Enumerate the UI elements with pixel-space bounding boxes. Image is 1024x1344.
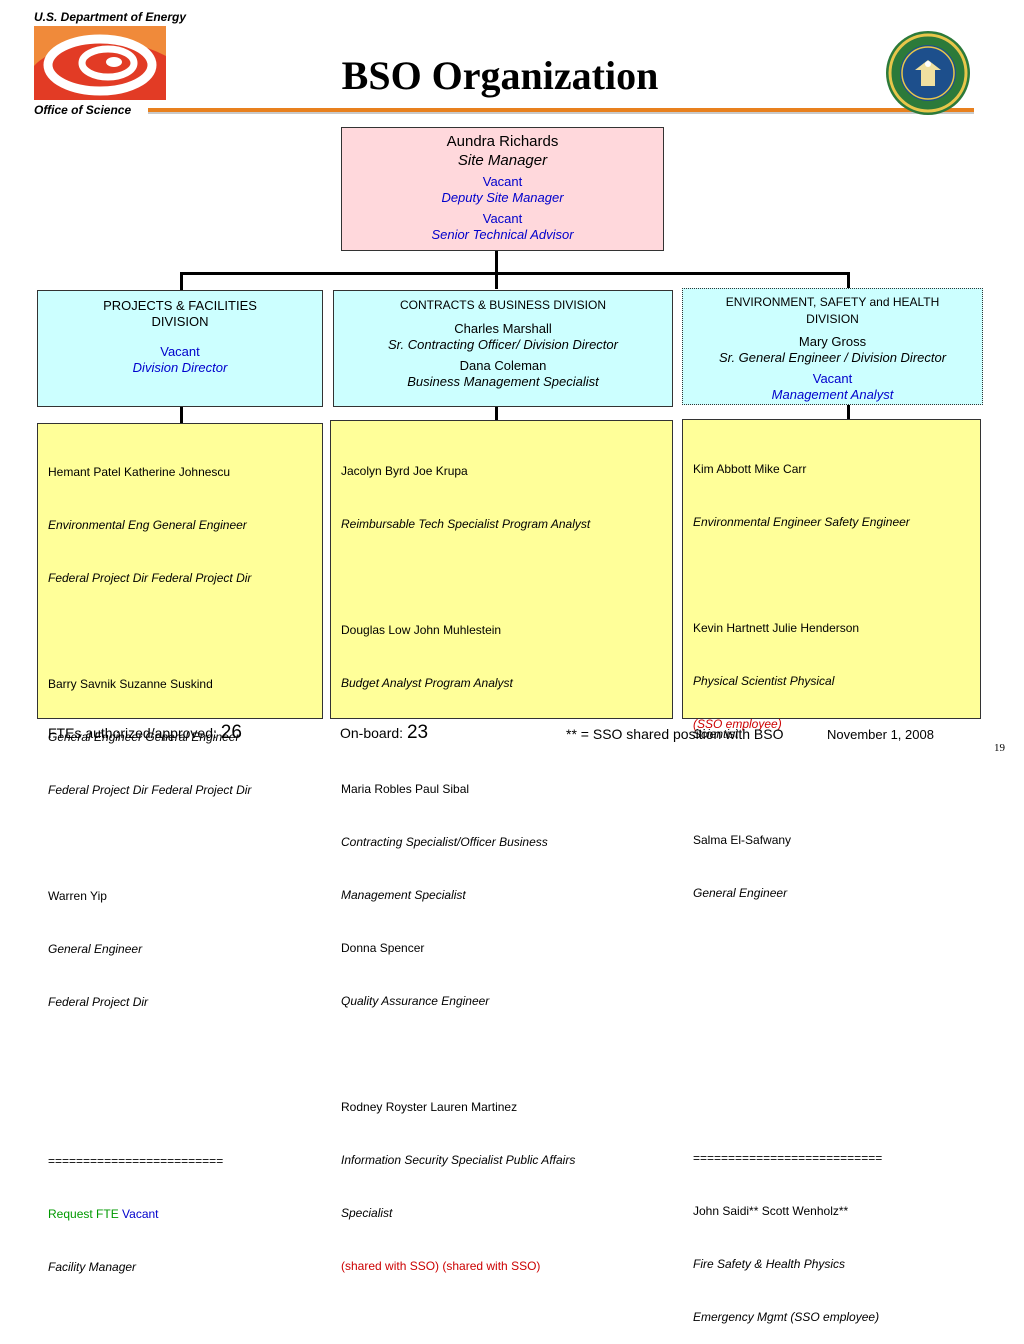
connector-pf xyxy=(180,272,183,290)
cb-person2: Dana Coleman xyxy=(459,358,547,373)
cb-staff-line: Management Specialist xyxy=(341,888,466,902)
cb-person2-title: Business Management Specialist xyxy=(407,374,599,389)
fte-value: 26 xyxy=(220,722,242,743)
advisor-vacant: Vacant xyxy=(482,211,523,226)
pf-staff-box: Hemant Patel Katherine Johnescu Environm… xyxy=(37,423,323,1274)
pf-vacant-title: Division Director xyxy=(132,360,228,375)
esh-sso-note: (SSO employee) xyxy=(693,717,782,731)
esh-person-title: Sr. General Engineer / Division Director xyxy=(718,350,947,365)
pf-division-name-2: DIVISION xyxy=(151,314,209,329)
esh-division-name-2: DIVISION xyxy=(806,312,859,326)
manager-name: Aundra Richards xyxy=(446,133,559,150)
esh-staff-line: General Engineer xyxy=(693,886,788,900)
esh-staff-line: Emergency Mgmt (SSO employee) xyxy=(693,1310,880,1324)
connector-cb-staff xyxy=(495,407,498,420)
connector-main-vertical xyxy=(495,251,498,289)
page-number: 19 xyxy=(994,742,1005,754)
request-vacant: Vacant xyxy=(122,1207,159,1221)
esh-separator: =========================== xyxy=(693,1151,883,1165)
pf-staff-line: Federal Project Dir Federal Project Dir xyxy=(48,783,252,797)
esh-staff-line: Physical Scientist Physical xyxy=(693,674,835,688)
esh-staff-box: Kim Abbott Mike Carr Environmental Engin… xyxy=(682,419,981,1324)
cb-staff-line: Information Security Specialist Public A… xyxy=(341,1153,576,1167)
advisor-title: Senior Technical Advisor xyxy=(431,227,574,242)
pf-staff-line: Warren Yip xyxy=(48,889,107,903)
pf-staff-line: General Engineer General Engineer xyxy=(48,730,240,744)
onboard: On-board: 23 xyxy=(340,722,428,744)
cb-shared-note: (shared with SSO) (shared with SSO) xyxy=(341,1259,541,1273)
connector-horizontal xyxy=(180,272,850,275)
cb-staff-line: Quality Assurance Engineer xyxy=(341,994,490,1008)
esh-staff-line: Environmental Engineer Safety Engineer xyxy=(693,515,910,529)
esh-vacant-title: Management Analyst xyxy=(771,387,894,402)
esh-staff-line: Fire Safety & Health Physics xyxy=(693,1257,846,1271)
header-rule xyxy=(148,108,974,114)
cb-staff-line: Jacolyn Byrd Joe Krupa xyxy=(341,464,468,478)
cb-staff-line: Specialist xyxy=(341,1206,393,1220)
pf-staff-line: Federal Project Dir Federal Project Dir xyxy=(48,571,252,585)
request-fte: Request FTE xyxy=(48,1207,119,1221)
site-manager-box: Aundra Richards Site Manager Vacant Depu… xyxy=(341,127,664,251)
pf-vacant: Vacant xyxy=(160,344,200,359)
cb-staff-box: Jacolyn Byrd Joe Krupa Reimbursable Tech… xyxy=(330,420,673,1273)
onboard-label: On-board: xyxy=(340,725,404,741)
cb-staff-line: Budget Analyst Program Analyst xyxy=(341,676,513,690)
pf-staff-line: General Engineer xyxy=(48,942,143,956)
fte-authorized: FTEs authorized/approved: 26 xyxy=(48,722,242,744)
date: November 1, 2008 xyxy=(827,727,934,742)
cb-person1-title: Sr. Contracting Officer/ Division Direct… xyxy=(388,337,618,352)
esh-staff-line: Kevin Hartnett Julie Henderson xyxy=(693,621,860,635)
office-of-science-logo-icon xyxy=(34,26,166,100)
cb-staff-line: Rodney Royster Lauren Martinez xyxy=(341,1100,518,1114)
esh-person: Mary Gross xyxy=(798,334,867,349)
connector-esh xyxy=(847,272,850,288)
cb-staff-line: Maria Robles Paul Sibal xyxy=(341,782,470,796)
cb-staff-line: Contracting Specialist/Officer Business xyxy=(341,835,548,849)
connector-pf-staff xyxy=(180,407,183,423)
esh-division-name-1: ENVIRONMENT, SAFETY and HEALTH xyxy=(725,295,940,309)
shared-position-note: ** = SSO shared position with BSO xyxy=(566,726,784,742)
projects-facilities-division-box: PROJECTS & FACILITIES DIVISION Vacant Di… xyxy=(37,290,323,407)
esh-division-box: ENVIRONMENT, SAFETY and HEALTH DIVISION … xyxy=(682,288,983,405)
esh-vacant: Vacant xyxy=(812,371,853,386)
fte-label: FTEs authorized/approved: xyxy=(48,725,217,741)
request-title: Facility Manager xyxy=(48,1260,137,1274)
esh-staff-line: Kim Abbott Mike Carr xyxy=(693,462,807,476)
pf-separator: ========================= xyxy=(48,1154,224,1168)
page-title: BSO Organization xyxy=(341,53,659,98)
doe-seal-icon xyxy=(886,31,970,115)
cb-staff-line: Douglas Low John Muhlestein xyxy=(341,623,502,637)
pf-staff-line: Barry Savnik Suzanne Suskind xyxy=(48,677,213,691)
office-name: Office of Science xyxy=(34,103,132,117)
esh-staff-line: Scientist xyxy=(693,727,739,741)
pf-staff-line: Environmental Eng General Engineer xyxy=(48,518,247,532)
deputy-title: Deputy Site Manager xyxy=(441,190,564,205)
contracts-business-division-box: CONTRACTS & BUSINESS DIVISION Charles Ma… xyxy=(333,290,673,407)
connector-esh-staff xyxy=(847,405,850,419)
cb-staff-line: Reimbursable Tech Specialist Program Ana… xyxy=(341,517,591,531)
deputy-vacant: Vacant xyxy=(482,174,523,189)
pf-staff-line: Federal Project Dir xyxy=(48,995,149,1009)
pf-staff-line: Hemant Patel Katherine Johnescu xyxy=(48,465,231,479)
cb-person1: Charles Marshall xyxy=(454,321,552,336)
esh-staff-line: John Saidi** Scott Wenholz** xyxy=(693,1204,849,1218)
cb-division-name: CONTRACTS & BUSINESS DIVISION xyxy=(399,298,607,312)
agency-name: U.S. Department of Energy xyxy=(34,10,187,24)
onboard-value: 23 xyxy=(406,722,429,743)
manager-title: Site Manager xyxy=(457,152,548,169)
cb-staff-line: Donna Spencer xyxy=(341,941,425,955)
pf-division-name-1: PROJECTS & FACILITIES xyxy=(103,298,257,313)
esh-staff-line: Salma El-Safwany xyxy=(693,833,792,847)
